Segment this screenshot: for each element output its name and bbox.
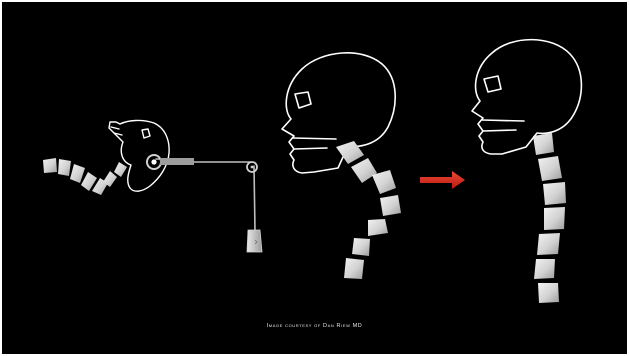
- small-spine-icon: [43, 158, 127, 195]
- tong-pin-icon: [147, 155, 194, 169]
- small-skull-icon: [109, 120, 169, 191]
- correction-arrow-icon: [420, 171, 465, 189]
- traction-cable: [156, 159, 255, 231]
- image-credit: Image courtesy of Dan Riew MD: [2, 323, 627, 329]
- kyphotic-panel: [282, 53, 401, 279]
- corrected-panel: [472, 40, 581, 303]
- skull-icon: [472, 40, 581, 154]
- corrected-spine-icon: [533, 133, 566, 303]
- skull-icon: [282, 53, 395, 173]
- kyphotic-spine-icon: [336, 141, 401, 279]
- pulley-icon: [247, 162, 257, 172]
- traction-weight-icon: [247, 230, 262, 252]
- traction-panel: [43, 120, 262, 252]
